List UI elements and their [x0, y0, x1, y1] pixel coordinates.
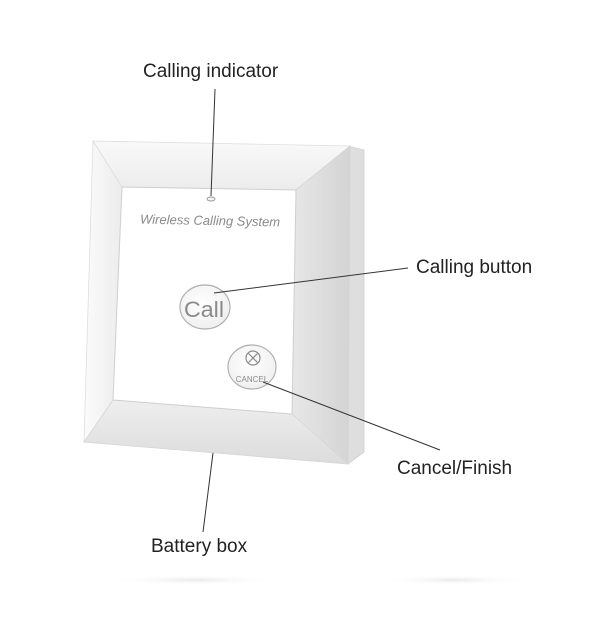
leader-lines	[202, 88, 441, 533]
cancel-button[interactable]: CANCEL	[227, 344, 277, 390]
device-brand-text: Wireless Calling System	[140, 212, 280, 230]
cancel-button-label: CANCEL	[236, 375, 269, 384]
label-cancel-finish: Cancel/Finish	[397, 458, 513, 479]
calling-indicator-led	[206, 196, 216, 202]
cancel-x-icon	[245, 350, 261, 366]
leader-line-call	[213, 267, 409, 294]
label-battery-box: Battery box	[151, 536, 248, 557]
leader-line-battery	[202, 452, 214, 533]
leader-line-cancel	[262, 381, 441, 451]
label-calling-button: Calling button	[416, 257, 533, 278]
call-button-label: Call	[184, 297, 224, 322]
frame-bevel-right	[291, 145, 351, 465]
floor-shadow-right	[380, 575, 530, 585]
leader-line-indicator	[210, 88, 216, 197]
frame-side-edge	[347, 145, 365, 465]
label-calling-indicator: Calling indicator	[143, 61, 279, 82]
floor-shadow-left	[110, 575, 280, 585]
call-button[interactable]: Call	[179, 284, 231, 330]
